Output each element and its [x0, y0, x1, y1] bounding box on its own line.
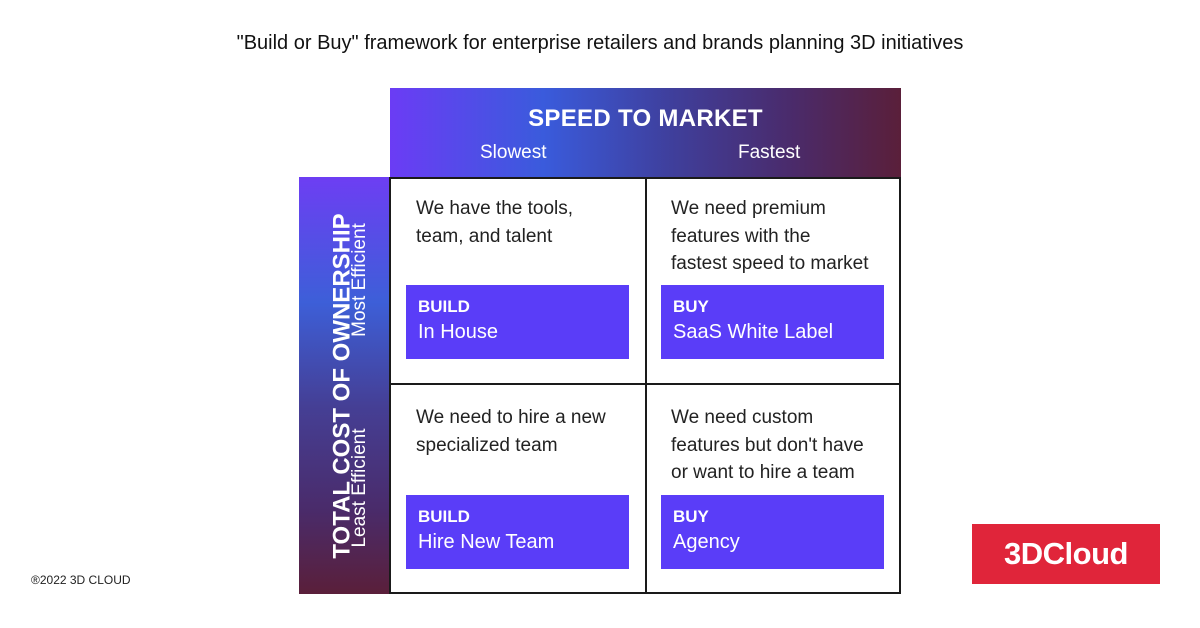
quadrant-text-bottom-left: We need to hire a new specialized team — [416, 407, 606, 456]
x-axis-high-label: Fastest — [738, 142, 801, 163]
quadrant-text-top-left: We have the tools, team, and talent — [416, 198, 574, 247]
quadrant-tag-bottom-left: BUILD Hire New Team — [406, 495, 629, 569]
copyright-text: ®2022 3D CLOUD — [31, 573, 131, 587]
x-axis-title: SPEED TO MARKET — [528, 105, 763, 132]
tag-label: SaaS White Label — [673, 321, 834, 343]
quadrant-tag-bottom-right: BUY Agency — [661, 495, 884, 569]
brand-logo: 3DCloud — [972, 524, 1160, 584]
speed-to-market-header: SPEED TO MARKET Slowest Fastest — [390, 88, 901, 177]
tag-type: BUILD — [418, 507, 470, 526]
quadrant-text-bottom-right: We need custom features but don't have o… — [671, 407, 864, 483]
x-axis-low-label: Slowest — [480, 142, 547, 163]
logo-text: 3DCloud — [1004, 536, 1128, 571]
total-cost-header: TOTAL COST OF OWNERSHIP Most Efficient L… — [299, 177, 389, 594]
grid-divider-vertical — [645, 179, 647, 592]
quadrant-tag-top-left: BUILD In House — [406, 285, 629, 359]
tag-label: Agency — [673, 531, 740, 553]
tag-label: Hire New Team — [418, 531, 555, 553]
page-title: "Build or Buy" framework for enterprise … — [236, 32, 964, 54]
tag-label: In House — [418, 321, 499, 343]
tag-type: BUY — [673, 507, 709, 526]
quadrant-text-top-right: We need premium features with the fastes… — [671, 198, 869, 274]
quadrant-grid: We have the tools, team, and talent BUIL… — [389, 177, 901, 594]
tag-type: BUY — [673, 297, 709, 316]
y-axis-top-label: Most Efficient — [349, 223, 370, 337]
grid-divider-horizontal — [391, 383, 899, 385]
tag-type: BUILD — [418, 297, 470, 316]
y-axis-bottom-label: Least Efficient — [349, 428, 370, 548]
quadrant-tag-top-right: BUY SaaS White Label — [661, 285, 884, 359]
